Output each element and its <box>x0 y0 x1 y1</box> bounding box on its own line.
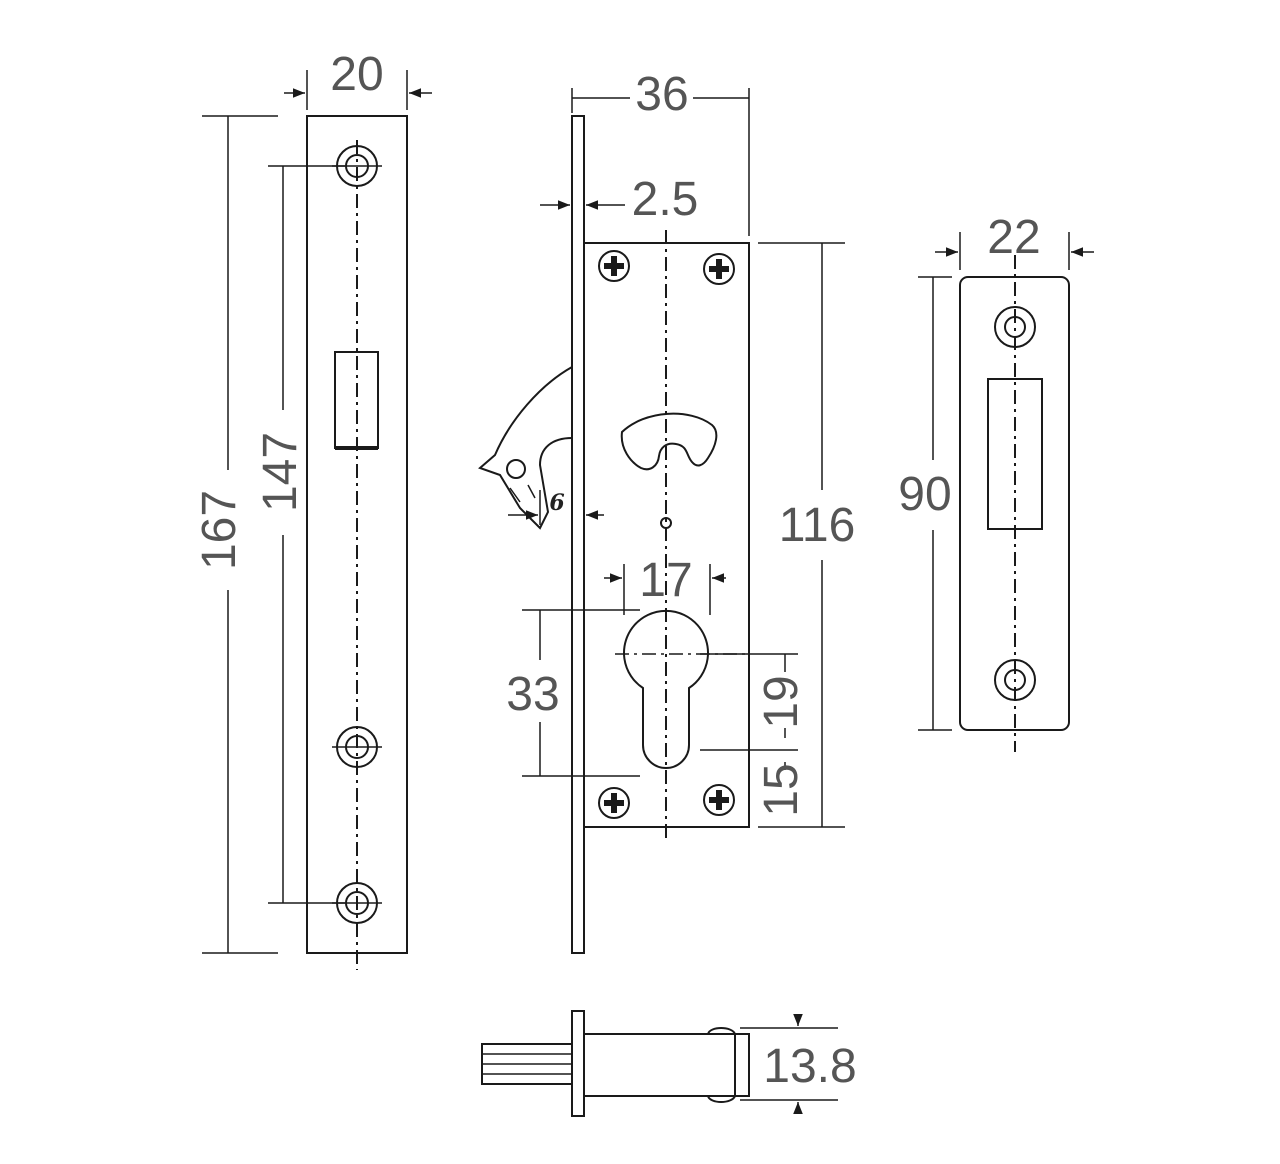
dimension-bolt-height: 13.8 <box>740 1014 857 1114</box>
case-screw-top-right <box>703 253 735 285</box>
label-strike-length: 90 <box>898 468 951 521</box>
label-backset: 33 <box>506 668 559 721</box>
label-cylinder-lower: 15 <box>755 763 808 816</box>
dimension-faceplate-thickness: 2.5 <box>540 173 698 226</box>
lock-body-side-view: 6 <box>478 68 856 954</box>
label-case-height: 116 <box>779 499 856 552</box>
label-bolt-height: 13.8 <box>763 1040 856 1093</box>
dimension-hook-offset: 6 <box>508 490 604 525</box>
screw-hole-middle <box>332 726 382 768</box>
faceplate-front-view: 20 167 147 <box>193 48 432 970</box>
label-faceplate-length: 167 <box>193 490 246 570</box>
label-faceplate-width: 20 <box>330 48 383 101</box>
label-screw-spacing: 147 <box>254 432 307 512</box>
label-cylinder-upper: 19 <box>755 675 808 728</box>
case-screw-bottom-left <box>598 787 630 819</box>
case-screw-bottom-right <box>703 784 735 816</box>
dimension-faceplate-length: 167 <box>193 115 278 954</box>
label-hook-offset: 6 <box>549 490 564 516</box>
hook-bolt <box>478 366 573 530</box>
label-cylinder-width: 17 <box>639 554 692 607</box>
strike-screw-hole-top <box>994 306 1036 348</box>
dimension-faceplate-width: 20 <box>284 48 432 110</box>
strike-plate-view: 22 90 <box>898 211 1094 752</box>
label-strike-width: 22 <box>987 211 1040 264</box>
label-faceplate-thickness: 2.5 <box>632 173 699 226</box>
case-screw-top-left <box>598 250 630 282</box>
dimension-cylinder-width: 17 <box>604 554 726 615</box>
dimension-strike-width: 22 <box>935 211 1094 270</box>
bolt-top-view: 13.8 <box>481 1010 857 1117</box>
label-lock-depth: 36 <box>635 68 688 121</box>
follower-cam <box>620 412 718 529</box>
strike-screw-hole-bottom <box>994 659 1036 701</box>
dimension-strike-length: 90 <box>898 276 952 731</box>
dimension-screw-spacing: 147 <box>254 165 345 904</box>
dimension-case-height: 116 <box>758 242 856 828</box>
cylinder-cutout <box>615 609 745 769</box>
dimension-cylinder-offsets: 19 15 <box>700 653 808 817</box>
dimension-backset: 33 <box>506 609 640 777</box>
dimension-lock-depth: 36 <box>571 68 750 236</box>
